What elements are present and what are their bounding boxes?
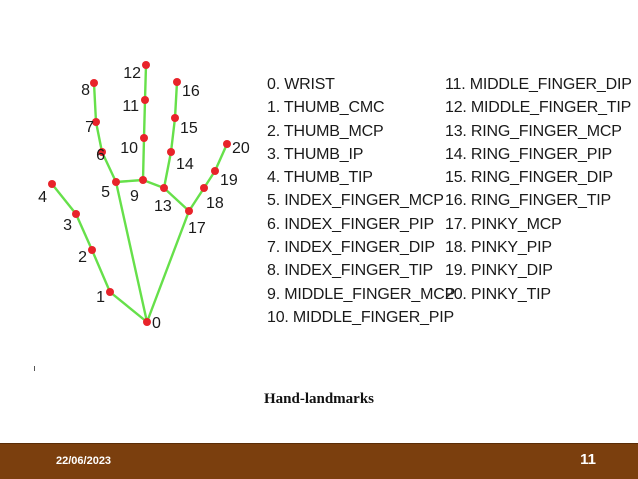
legend-item: 3. THUMB_IP <box>267 145 364 163</box>
landmark-point-17 <box>185 207 193 215</box>
landmark-label-8: 8 <box>81 82 90 99</box>
bone-line-9-10 <box>141 136 146 182</box>
bone-line-19-20 <box>213 142 229 173</box>
landmark-label-19: 19 <box>220 172 238 189</box>
legend-item: 9. MIDDLE_FINGER_MCP <box>267 285 456 303</box>
landmark-point-16 <box>173 78 181 86</box>
bone-line-3-4 <box>50 182 78 216</box>
bone-line-0-17 <box>145 209 191 324</box>
legend-item: 20. PINKY_TIP <box>445 285 551 303</box>
bone-line-6-7 <box>94 120 104 154</box>
landmark-label-16: 16 <box>182 83 200 100</box>
landmark-label-5: 5 <box>101 184 110 201</box>
bone-line-5-9 <box>114 178 145 184</box>
landmark-label-11: 11 <box>122 98 139 115</box>
landmark-label-0: 0 <box>152 315 161 332</box>
landmark-point-14 <box>167 148 175 156</box>
landmark-point-4 <box>48 180 56 188</box>
landmark-point-2 <box>88 246 96 254</box>
legend-item: 18. PINKY_PIP <box>445 239 552 257</box>
bone-line-10-11 <box>142 98 147 140</box>
landmark-label-1: 1 <box>96 289 105 306</box>
bone-line-7-8 <box>92 81 98 124</box>
landmark-label-7: 7 <box>85 119 94 136</box>
landmark-point-3 <box>72 210 80 218</box>
landmark-label-13: 13 <box>154 198 172 215</box>
legend-item: 6. INDEX_FINGER_PIP <box>267 215 434 233</box>
landmark-point-11 <box>141 96 149 104</box>
landmark-point-0 <box>143 318 151 326</box>
legend-item: 2. THUMB_MCP <box>267 122 384 140</box>
landmark-label-3: 3 <box>63 217 72 234</box>
legend-item: 17. PINKY_MCP <box>445 215 562 233</box>
legend-item: 8. INDEX_FINGER_TIP <box>267 262 434 280</box>
landmark-point-20 <box>223 140 231 148</box>
bone-line-2-3 <box>74 212 94 252</box>
figure-caption: Hand-landmarks <box>263 391 375 407</box>
page-number: 11 <box>580 451 596 468</box>
landmark-legend-column-1: 0. WRIST 1. THUMB_CMC 2. THUMB_MCP 3. TH… <box>267 73 455 329</box>
decorative-tick <box>34 366 35 371</box>
landmark-label-6: 6 <box>96 147 105 164</box>
bone-line-14-15 <box>169 116 177 154</box>
footer-date: 22/06/2023 <box>56 455 112 467</box>
landmark-point-6 <box>98 148 106 156</box>
bone-line-0-1 <box>108 290 149 324</box>
bone-line-15-16 <box>173 80 179 120</box>
landmark-label-2: 2 <box>78 249 87 266</box>
bone-line-5-6 <box>100 150 118 184</box>
legend-item: 7. INDEX_FINGER_DIP <box>267 239 435 257</box>
landmark-label-17: 17 <box>188 220 206 237</box>
landmark-point-7 <box>92 118 100 126</box>
landmark-point-18 <box>200 184 208 192</box>
bone-connections <box>50 63 229 324</box>
landmark-label-9: 9 <box>130 188 139 205</box>
landmark-point-15 <box>171 114 179 122</box>
legend-item: 19. PINKY_DIP <box>445 262 553 280</box>
legend-item: 4. THUMB_TIP <box>267 169 373 187</box>
landmark-point-10 <box>140 134 148 142</box>
landmark-points <box>48 61 231 326</box>
legend-item: 12. MIDDLE_FINGER_TIP <box>445 99 632 117</box>
bone-line-11-12 <box>143 63 148 102</box>
bone-line-0-5 <box>114 180 149 324</box>
legend-item: 1. THUMB_CMC <box>267 99 385 117</box>
landmark-label-12: 12 <box>123 65 141 82</box>
landmark-point-8 <box>90 79 98 87</box>
bone-line-1-2 <box>90 248 112 294</box>
footer-bar: 22/06/2023 11 <box>0 443 638 479</box>
bone-line-13-17 <box>162 186 191 213</box>
legend-item: 11. MIDDLE_FINGER_DIP <box>445 76 632 93</box>
legend-item: 16. RING_FINGER_TIP <box>445 192 612 210</box>
landmark-point-12 <box>142 61 150 69</box>
landmark-point-13 <box>160 184 168 192</box>
legend-item: 0. WRIST <box>267 76 335 93</box>
landmark-point-19 <box>211 167 219 175</box>
landmark-legend-column-2: 11. MIDDLE_FINGER_DIP 12. MIDDLE_FINGER_… <box>445 73 632 306</box>
bone-line-13-14 <box>162 150 173 190</box>
bone-line-17-18 <box>187 186 206 213</box>
landmark-label-15: 15 <box>180 120 198 137</box>
legend-item: 10. MIDDLE_FINGER_PIP <box>267 308 454 326</box>
landmark-label-10: 10 <box>120 140 138 157</box>
landmark-point-9 <box>139 176 147 184</box>
landmark-label-20: 20 <box>232 140 250 157</box>
landmark-label-4: 4 <box>38 189 47 206</box>
legend-item: 5. INDEX_FINGER_MCP <box>267 192 444 210</box>
legend-item: 15. RING_FINGER_DIP <box>445 169 613 187</box>
landmark-point-5 <box>112 178 120 186</box>
landmark-label-14: 14 <box>176 156 194 173</box>
landmark-point-1 <box>106 288 114 296</box>
legend-item: 13. RING_FINGER_MCP <box>445 122 622 140</box>
legend-item: 14. RING_FINGER_PIP <box>445 145 612 163</box>
landmark-label-18: 18 <box>206 195 224 212</box>
